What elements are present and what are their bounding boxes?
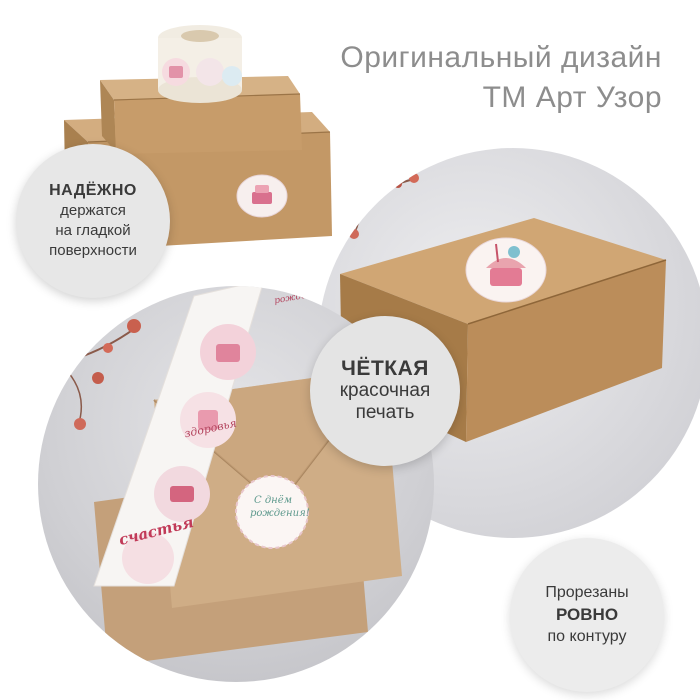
badge-reliable-line2: на гладкой [55,222,131,239]
badge-reliable-line1: держатся [60,202,126,219]
badge-cut-contour: Прорезаны РОВНО по контуру [510,538,664,692]
badge-clear-strong: ЧЁТКАЯ [341,357,429,380]
badge-clear-line2: печать [355,402,415,423]
flower-branch-icon [47,319,141,430]
badge-cut-line1: Прорезаны [545,584,629,601]
badge-cut-strong: РОВНО [555,605,619,624]
badge-cut-line2: по контуру [547,628,627,645]
title-line-2: ТМ Арт Узор [482,81,662,114]
badge-clear-print: ЧЁТКАЯ красочная печать [310,316,460,466]
page-title: Оригинальный дизайн ТМ Арт Узор [340,38,662,118]
badge-reliable-line3: поверхности [49,242,137,259]
badge-clear-line1: красочная [339,380,431,401]
badge-reliable: НАДЁЖНО держатся на гладкой поверхности [16,144,170,298]
sticker-birthday-label: С днём рождения! [250,495,310,519]
badge-reliable-strong: НАДЁЖНО [49,182,137,199]
title-line-1: Оригинальный дизайн [340,41,662,74]
